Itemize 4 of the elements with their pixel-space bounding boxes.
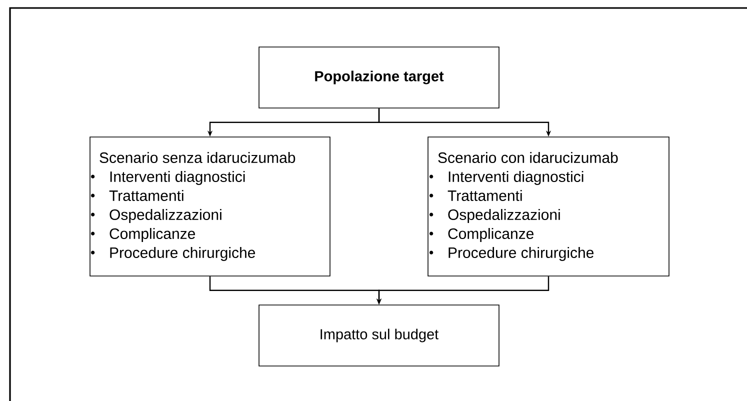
scenario-box: Scenario con idarucizumab Interventi diagnostici Trattamenti Ospedalizzazioni Complicanze Procedure chirurgiche: [428, 136, 670, 276]
box: Impatto sul budget: [258, 304, 500, 366]
scenario-box: Scenario senza idarucizumab Interventi diagnostici Trattamenti Ospedalizzazioni Complicanze Procedure chirurgiche: [90, 136, 330, 276]
box: Popolazione target: [258, 46, 500, 108]
